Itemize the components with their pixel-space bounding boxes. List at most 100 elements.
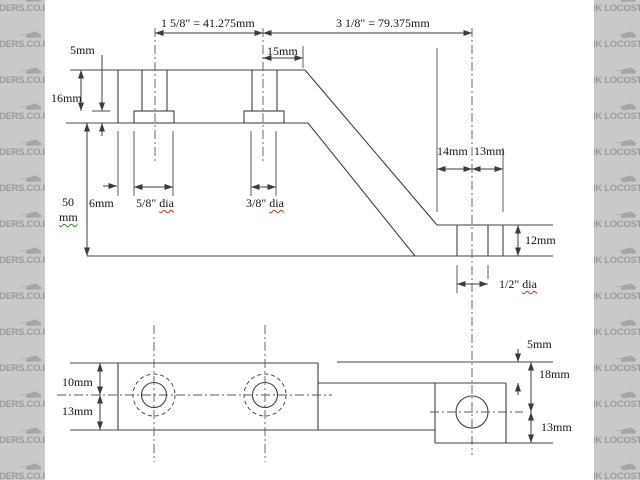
label-span-left: 1 5/8" = 41.275mm [161, 16, 255, 30]
car-icon [20, 175, 42, 182]
car-icon [615, 31, 637, 38]
label-span-right: 3 1/8" = 79.375mm [336, 16, 430, 30]
car-icon [20, 463, 42, 470]
watermark-strip-left: DERS.CO.UK DERS.CO.UK DERS.CO.UK DERS.CO.UK… [0, 0, 45, 480]
watermark-text: IK LOCOST [594, 255, 640, 266]
bolt-left [133, 70, 175, 124]
watermark-text: IK LOCOST [594, 435, 640, 446]
watermark-tile: IK LOCOST [594, 122, 640, 158]
car-icon [20, 247, 42, 254]
watermark-tile: DERS.CO.UK [0, 302, 45, 338]
label-50: 50 [62, 195, 74, 209]
watermark-text: IK LOCOST [594, 471, 640, 480]
label-38dia-value: 3/8" [246, 196, 270, 210]
watermark-tile: DERS.CO.UK [0, 230, 45, 266]
bolt-right-shank [251, 70, 278, 111]
watermark-text: IK LOCOST [594, 111, 640, 122]
watermark-text: DERS.CO.UK [0, 435, 45, 446]
arm-upper-diagonal [304, 69, 438, 226]
watermark-text: DERS.CO.UK [0, 327, 45, 338]
car-icon [615, 319, 637, 326]
label-13mm-planright: 13mm [541, 420, 572, 434]
car-icon [615, 247, 637, 254]
watermark-tile: IK LOCOST [594, 0, 640, 14]
label-halfdia: 1/2" dia [499, 278, 537, 290]
watermark-text: IK LOCOST [594, 327, 640, 338]
bolt-left-head [133, 110, 175, 124]
car-icon [615, 139, 637, 146]
watermark-tile: IK LOCOST [594, 410, 640, 446]
bolt-left-shank [141, 70, 168, 111]
bolt-right-head [243, 110, 285, 124]
watermark-text: IK LOCOST [594, 363, 640, 374]
label-12mm: 12mm [525, 233, 556, 247]
watermark-tile: IK LOCOST [594, 86, 640, 122]
car-icon [615, 283, 637, 290]
watermark-text: IK LOCOST [594, 75, 640, 86]
watermark-tile: IK LOCOST [594, 266, 640, 302]
watermark-text: DERS.CO.UK [0, 75, 45, 86]
watermark-text: IK LOCOST [594, 291, 640, 302]
side-view [87, 69, 553, 257]
label-6mm: 6mm [89, 196, 114, 210]
label-38dia-word: dia [269, 196, 284, 210]
watermark-tile: DERS.CO.UK [0, 122, 45, 158]
watermark-tile: DERS.CO.UK [0, 338, 45, 374]
watermark-tile: DERS.CO.UK [0, 266, 45, 302]
bolt-right [243, 70, 285, 124]
watermark-tile: IK LOCOST [594, 14, 640, 50]
label-18mm: 18mm [539, 367, 570, 381]
label-5mm-plan: 5mm [527, 337, 552, 351]
watermark-text: DERS.CO.UK [0, 183, 45, 194]
label-13mm-planleft: 13mm [62, 404, 93, 418]
car-icon [20, 67, 42, 74]
label-38dia: 3/8" dia [246, 197, 284, 209]
car-icon [615, 67, 637, 74]
watermark-text: DERS.CO.UK [0, 363, 45, 374]
car-icon [20, 283, 42, 290]
watermark-text: DERS.CO.UK [0, 255, 45, 266]
watermark-tile: DERS.CO.UK [0, 86, 45, 122]
plan-view [117, 361, 553, 444]
watermark-text: DERS.CO.UK [0, 111, 45, 122]
watermark-tile: DERS.CO.UK [0, 158, 45, 194]
car-icon [20, 355, 42, 362]
watermark-text: DERS.CO.UK [0, 399, 45, 410]
watermark-tile: DERS.CO.UK [0, 446, 45, 480]
watermark-tile: IK LOCOST [594, 302, 640, 338]
label-58dia-value: 5/8" [136, 196, 160, 210]
arm-lower-diagonal [307, 122, 416, 257]
watermark-text: DERS.CO.UK [0, 471, 45, 480]
car-icon [615, 211, 637, 218]
centerlines [57, 28, 523, 462]
label-halfdia-value: 1/2" [499, 277, 523, 291]
plan-boss-outline [434, 382, 553, 444]
extlines-plan-left [70, 362, 118, 431]
watermark-tile: DERS.CO.UK [0, 374, 45, 410]
watermark-text: IK LOCOST [594, 39, 640, 50]
car-icon [615, 175, 637, 182]
watermark-text: DERS.CO.UK [0, 147, 45, 158]
watermark-text: DERS.CO.UK [0, 291, 45, 302]
watermark-tile: IK LOCOST [594, 374, 640, 410]
watermark-tile: DERS.CO.UK [0, 14, 45, 50]
extlines-bolt-holes [117, 131, 277, 196]
watermark-text: IK LOCOST [594, 183, 640, 194]
label-13mm-top: 13mm [474, 144, 505, 158]
watermark-tile: IK LOCOST [594, 194, 640, 230]
label-58dia: 5/8" dia [136, 197, 174, 209]
watermark-text: IK LOCOST [594, 399, 640, 410]
label-halfdia-word: dia [522, 277, 537, 291]
label-10mm: 10mm [62, 375, 93, 389]
watermark-tile: IK LOCOST [594, 446, 640, 480]
car-icon [25, 0, 42, 2]
car-icon [20, 427, 42, 434]
watermark-text: DERS.CO.UK [0, 219, 45, 230]
car-icon [615, 391, 637, 398]
watermark-tile: IK LOCOST [594, 158, 640, 194]
extlines-boss-hole [456, 265, 489, 293]
label-16mm: 16mm [51, 91, 82, 105]
